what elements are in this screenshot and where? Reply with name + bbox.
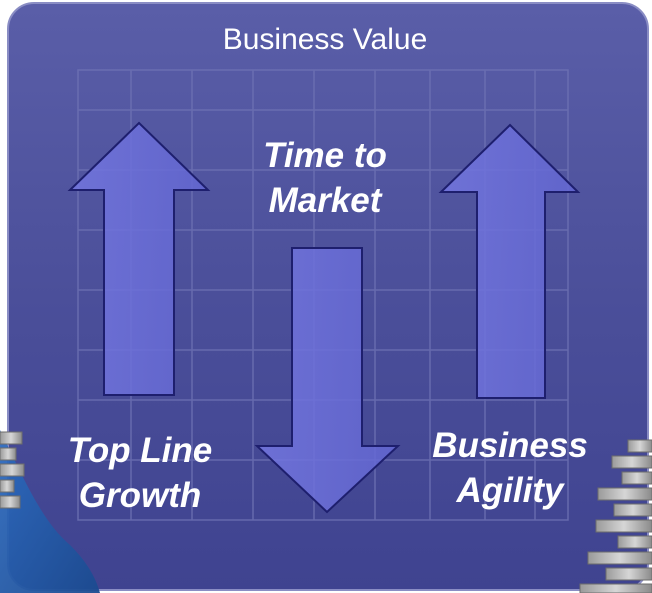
time-to-market-label-line-2: Market — [268, 181, 382, 220]
panel-title: Business Value — [222, 23, 428, 56]
business-agility-label: Business Agility — [410, 423, 610, 513]
top-line-growth-label-line-1: Top Line — [67, 431, 213, 470]
time-to-market-label-line-1: Time to — [263, 136, 387, 175]
top-line-growth-label: Top Line Growth — [30, 428, 250, 518]
brick-wall-left-decoration — [0, 431, 25, 509]
top-line-growth-label-line-2: Growth — [78, 476, 202, 515]
up-arrow-business-agility — [438, 123, 581, 399]
brick-wall-right-decoration — [579, 439, 652, 593]
up-arrow-top-line-growth — [67, 121, 211, 396]
time-to-market-label: Time to Market — [215, 133, 435, 223]
down-arrow-time-to-market — [254, 247, 401, 514]
business-agility-label-line-1: Business — [432, 426, 588, 465]
business-agility-label-line-2: Agility — [456, 471, 564, 510]
blue-swoosh-decoration — [0, 430, 100, 593]
